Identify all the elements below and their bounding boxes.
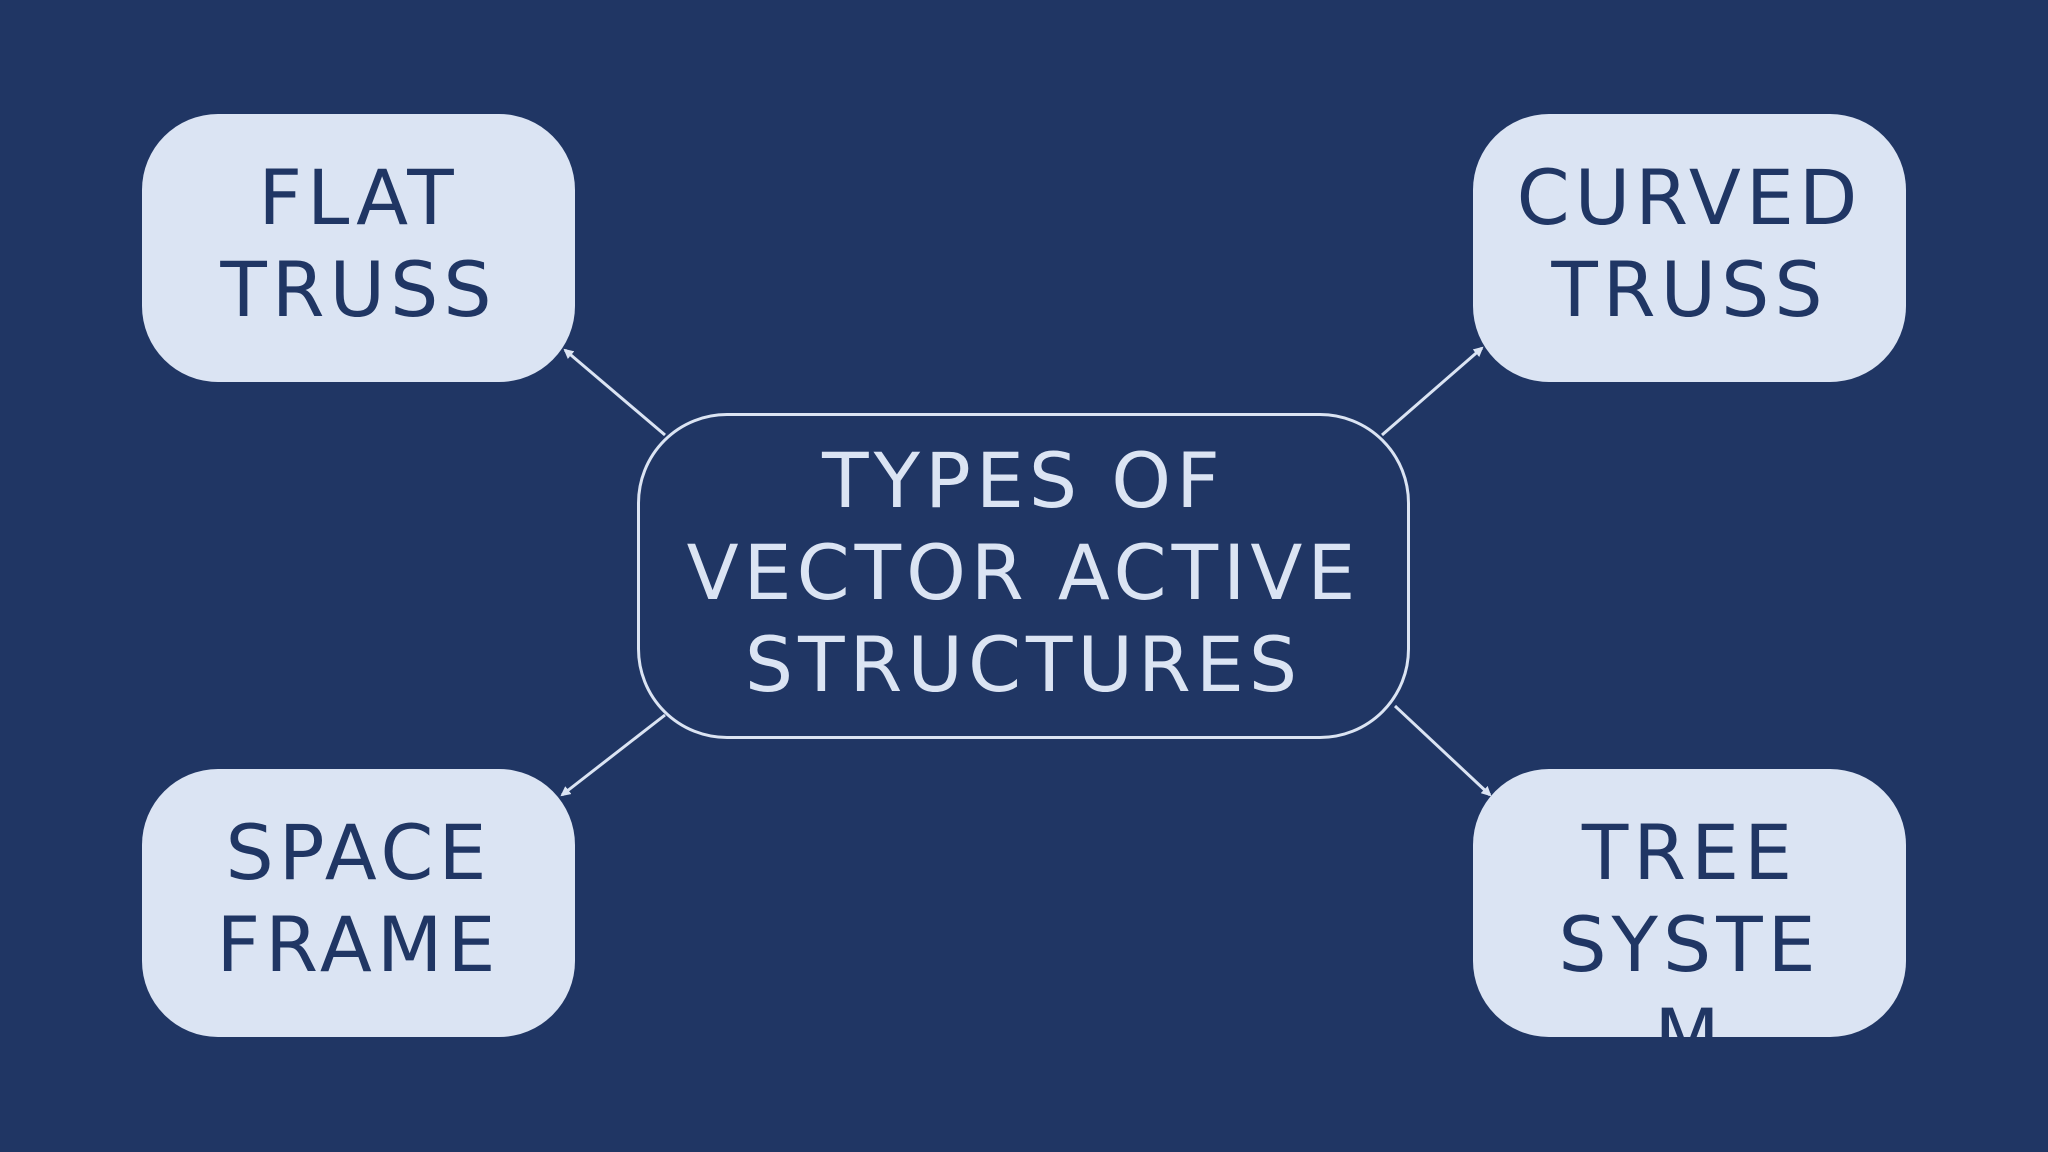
node-label-curved-truss: CURVED TRUSS bbox=[1516, 153, 1863, 334]
node-space-frame: SPACE FRAME bbox=[142, 769, 575, 1037]
node-label-space-frame: SPACE FRAME bbox=[216, 808, 501, 989]
node-label-flat-truss: FLAT TRUSS bbox=[220, 153, 497, 334]
node-tree-system: TREE SYSTE M bbox=[1473, 769, 1906, 1081]
arrow-to-tree-system bbox=[1393, 704, 1492, 797]
overflow-clip bbox=[1473, 1037, 1906, 1152]
node-flat-truss: FLAT TRUSS bbox=[142, 114, 575, 382]
center-node: TYPES OF VECTOR ACTIVE STRUCTURES bbox=[637, 413, 1410, 739]
node-label-tree-system: TREE SYSTE M bbox=[1558, 808, 1821, 1081]
arrow-to-flat-truss bbox=[563, 348, 666, 437]
node-curved-truss: CURVED TRUSS bbox=[1473, 114, 1906, 382]
arrow-to-space-frame bbox=[560, 713, 666, 797]
center-node-label: TYPES OF VECTOR ACTIVE STRUCTURES bbox=[686, 436, 1361, 709]
arrow-to-curved-truss bbox=[1381, 346, 1484, 437]
